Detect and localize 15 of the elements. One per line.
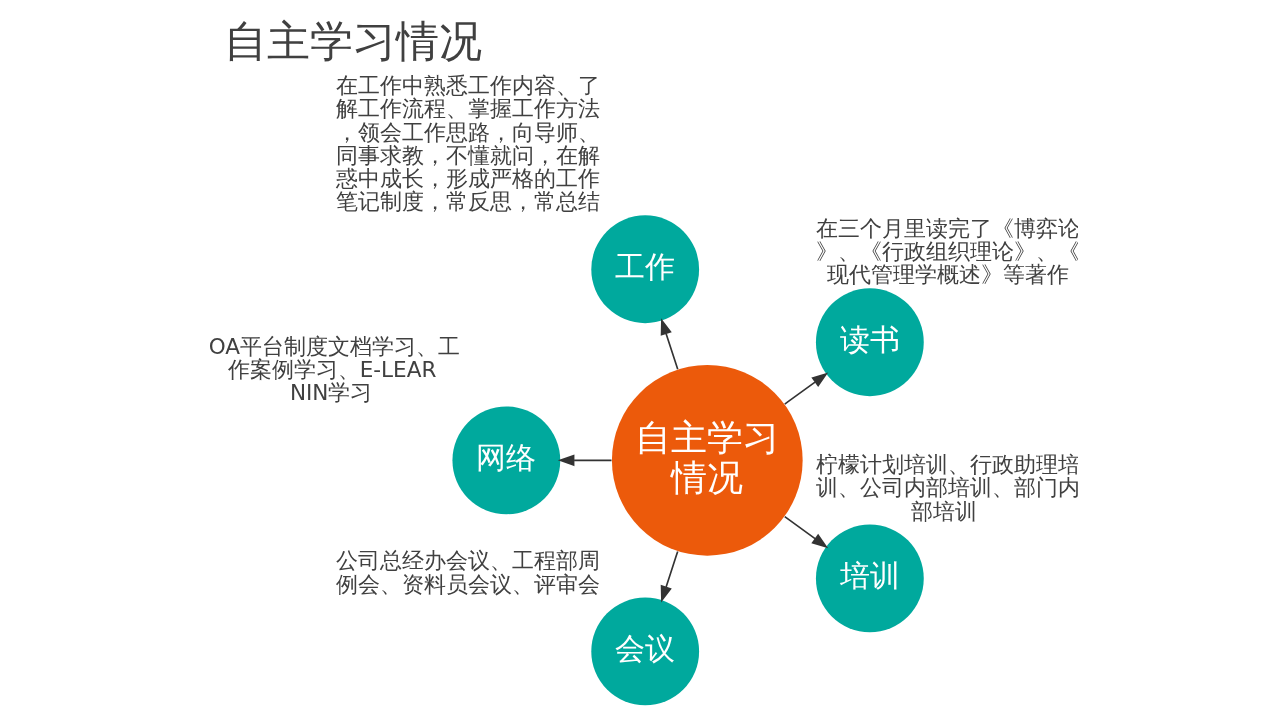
node-label: 在工作中熟悉工作内容、了解工作流程、掌握工作方法，领会工作思路，向导师、同事求教，不懂就问，在解惑中成长，形成严格的工作笔记制度，常反思，常总结 [335, 73, 600, 215]
arrow [660, 550, 679, 603]
arrow [557, 454, 613, 467]
node-circle: 读书 [815, 288, 924, 397]
node-circle: 工作 [591, 215, 700, 324]
arrow [660, 318, 679, 371]
node-circle: 会议 [591, 597, 700, 706]
arrow [783, 372, 829, 405]
node-label: 公司总经办会议、工程部周例会、资料员会议、评审会 [335, 548, 600, 597]
node-circle: 培训 [815, 524, 924, 633]
node-circle: 自主学习情况 [611, 364, 803, 556]
node-label: OA平台制度文档学习、工作案例学习、E-LEARNIN学习 [208, 334, 460, 406]
diagram-title: 自主学习情况 [223, 15, 482, 66]
node-circle: 网络 [452, 406, 561, 515]
arrow [783, 515, 829, 549]
